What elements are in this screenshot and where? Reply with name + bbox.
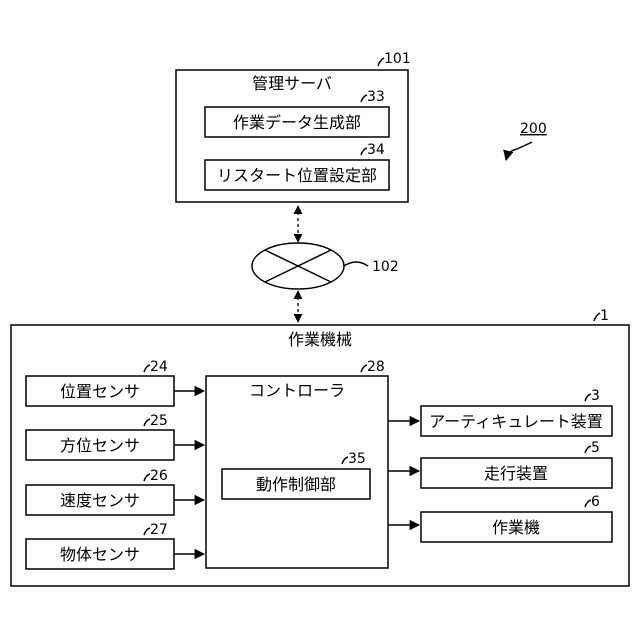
management-server-ref: 101 <box>384 51 411 67</box>
output-label: 走行装置 <box>484 464 548 483</box>
controller: コントローラ 28 動作制御部 35 <box>206 359 388 568</box>
diagram-ref-arrow <box>506 142 532 160</box>
controller-ref: 28 <box>367 359 385 375</box>
work-data-unit-ref: 33 <box>367 89 385 105</box>
sensor-label: 位置センサ <box>60 382 140 401</box>
sensor-ref: 27 <box>150 522 168 538</box>
sensor-label: 方位センサ <box>60 436 140 455</box>
work-machine: 作業機械 1 位置センサ 24 方位センサ 25 速度センサ 26 物体センサ … <box>11 308 629 586</box>
sensor-label: 速度センサ <box>60 491 140 510</box>
diagram-ref-label: 200 <box>520 121 547 137</box>
output-ref: 6 <box>591 494 600 510</box>
network-node: 102 <box>252 243 399 289</box>
work-machine-ref: 1 <box>600 308 609 324</box>
restart-unit-label: リスタート位置設定部 <box>217 166 377 185</box>
network-ref: 102 <box>372 259 399 275</box>
sensor-ref: 25 <box>150 413 168 429</box>
sensor-ref: 24 <box>150 359 168 375</box>
controller-label: コントローラ <box>249 381 345 400</box>
output-ref: 3 <box>591 388 600 404</box>
motion-unit-label: 動作制御部 <box>256 475 336 494</box>
management-server-label: 管理サーバ <box>252 74 332 93</box>
motion-unit-ref: 35 <box>348 451 366 467</box>
sensor-ref: 26 <box>150 468 168 484</box>
management-server: 管理サーバ 101 作業データ生成部 33 リスタート位置設定部 34 <box>176 51 411 202</box>
sensor-label: 物体センサ <box>60 545 140 564</box>
work-data-unit-label: 作業データ生成部 <box>233 113 361 132</box>
output-ref: 5 <box>591 440 600 456</box>
output-label: アーティキュレート装置 <box>429 412 603 431</box>
output-label: 作業機 <box>492 518 540 537</box>
work-machine-label: 作業機械 <box>288 330 352 349</box>
restart-unit-ref: 34 <box>367 142 385 158</box>
